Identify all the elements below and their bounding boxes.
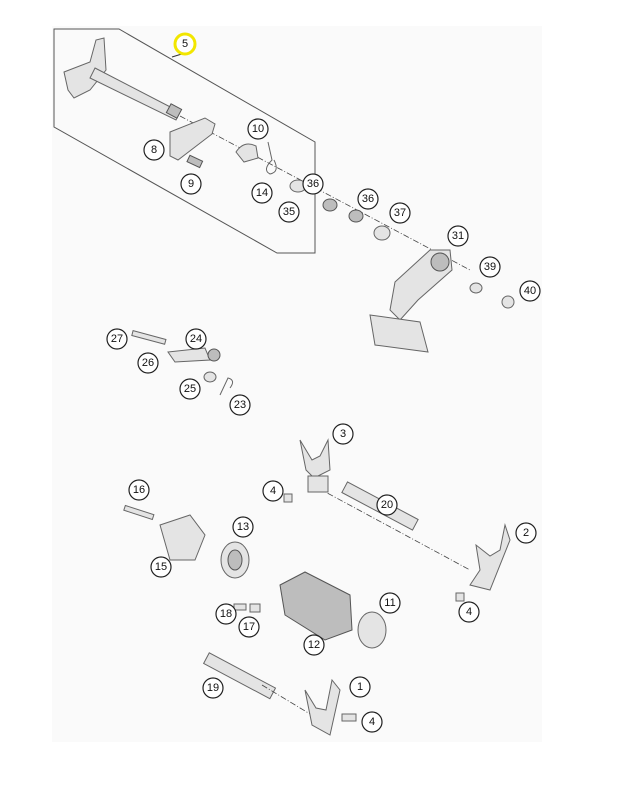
callout-20[interactable]: 20	[376, 494, 398, 516]
callout-19[interactable]: 19	[202, 677, 224, 699]
callout-label: 36	[362, 193, 374, 205]
spring-23	[219, 377, 234, 396]
bearing-36a	[322, 198, 338, 212]
ring-11	[357, 611, 387, 649]
roller-24	[207, 348, 221, 362]
shift-fork-2	[469, 523, 511, 591]
shift-drum-star-15	[159, 514, 206, 561]
callout-label: 8	[151, 144, 157, 156]
washer-39	[469, 282, 483, 294]
callout-13[interactable]: 13	[232, 516, 254, 538]
callout-label: 20	[381, 499, 393, 511]
callout-14[interactable]: 14	[251, 182, 273, 204]
bolt-27	[131, 330, 167, 345]
callout-label: 19	[207, 682, 219, 694]
callout-label: 5	[182, 38, 188, 50]
callout-label: 31	[452, 230, 464, 242]
shift-fork-1	[304, 678, 341, 736]
callout-label: 27	[111, 333, 123, 345]
callout-label: 35	[283, 206, 295, 218]
callout-label: 3	[340, 428, 346, 440]
roller	[235, 143, 259, 163]
callout-label: 10	[252, 123, 264, 135]
shift-plate	[169, 117, 216, 161]
callout-25[interactable]: 25	[179, 378, 201, 400]
callout-18[interactable]: 18	[215, 603, 237, 625]
bearing-13-inner	[227, 549, 243, 571]
shift-fork-3	[299, 438, 331, 479]
callout-label: 37	[394, 207, 406, 219]
sleeve-25	[203, 371, 217, 383]
spring-pin	[186, 154, 204, 169]
callout-label: 4	[369, 716, 375, 728]
callout-17[interactable]: 17	[238, 616, 260, 638]
fork-rail-19	[202, 652, 277, 700]
shift-shaft	[63, 37, 183, 121]
callout-10[interactable]: 10	[247, 118, 269, 140]
assembly-frame	[53, 28, 316, 254]
callout-26[interactable]: 26	[137, 352, 159, 374]
callout-label: 36	[307, 178, 319, 190]
callout-27[interactable]: 27	[106, 328, 128, 350]
callout-31[interactable]: 31	[447, 225, 469, 247]
screw-18	[233, 603, 247, 611]
callout-label: 9	[188, 178, 194, 190]
callout-3[interactable]: 3	[332, 423, 354, 445]
callout-37[interactable]: 37	[389, 202, 411, 224]
callout-label: 16	[133, 484, 145, 496]
callout-label: 18	[220, 608, 232, 620]
callout-label: 24	[190, 333, 202, 345]
callout-12[interactable]: 12	[303, 634, 325, 656]
callout-16[interactable]: 16	[128, 479, 150, 501]
callout-4[interactable]: 4	[361, 711, 383, 733]
callout-label: 26	[142, 357, 154, 369]
shift-drum-12	[279, 571, 353, 641]
callout-label: 12	[308, 639, 320, 651]
callout-1[interactable]: 1	[349, 676, 371, 698]
diagram-background	[52, 26, 542, 742]
seal-37	[373, 225, 391, 241]
callout-36[interactable]: 36	[302, 173, 324, 195]
bearing-36b	[348, 209, 364, 223]
bolt-40	[501, 295, 515, 309]
callout-2[interactable]: 2	[515, 522, 537, 544]
callout-24[interactable]: 24	[185, 328, 207, 350]
callout-label: 17	[243, 621, 255, 633]
callout-4[interactable]: 4	[262, 480, 284, 502]
callout-35[interactable]: 35	[278, 201, 300, 223]
callout-15[interactable]: 15	[150, 556, 172, 578]
shift-lever	[369, 249, 453, 353]
callout-label: 40	[524, 285, 536, 297]
callout-36[interactable]: 36	[357, 188, 379, 210]
callout-label: 15	[155, 561, 167, 573]
pin-4c	[341, 713, 357, 722]
callout-11[interactable]: 11	[379, 592, 401, 614]
callout-label: 39	[484, 261, 496, 273]
callout-23[interactable]: 23	[229, 394, 251, 416]
bolt-16	[123, 504, 155, 521]
callout-label: 4	[270, 485, 276, 497]
callout-9[interactable]: 9	[180, 173, 202, 195]
callout-label: 1	[357, 681, 363, 693]
callout-label: 25	[184, 383, 196, 395]
pin-4b	[455, 592, 465, 602]
part-17	[249, 603, 261, 613]
callout-label: 2	[523, 527, 529, 539]
callout-label: 4	[466, 606, 472, 618]
callout-label: 14	[256, 187, 268, 199]
callout-39[interactable]: 39	[479, 256, 501, 278]
spring	[266, 141, 277, 175]
callout-8[interactable]: 8	[143, 139, 165, 161]
callout-4[interactable]: 4	[458, 601, 480, 623]
callout-label: 13	[237, 521, 249, 533]
callout-40[interactable]: 40	[519, 280, 541, 302]
callout-5[interactable]: 5	[173, 32, 197, 56]
fork-hub-3	[307, 475, 329, 493]
callout-label: 11	[384, 597, 395, 609]
callout-label: 23	[234, 399, 246, 411]
pin-4a	[283, 493, 293, 503]
